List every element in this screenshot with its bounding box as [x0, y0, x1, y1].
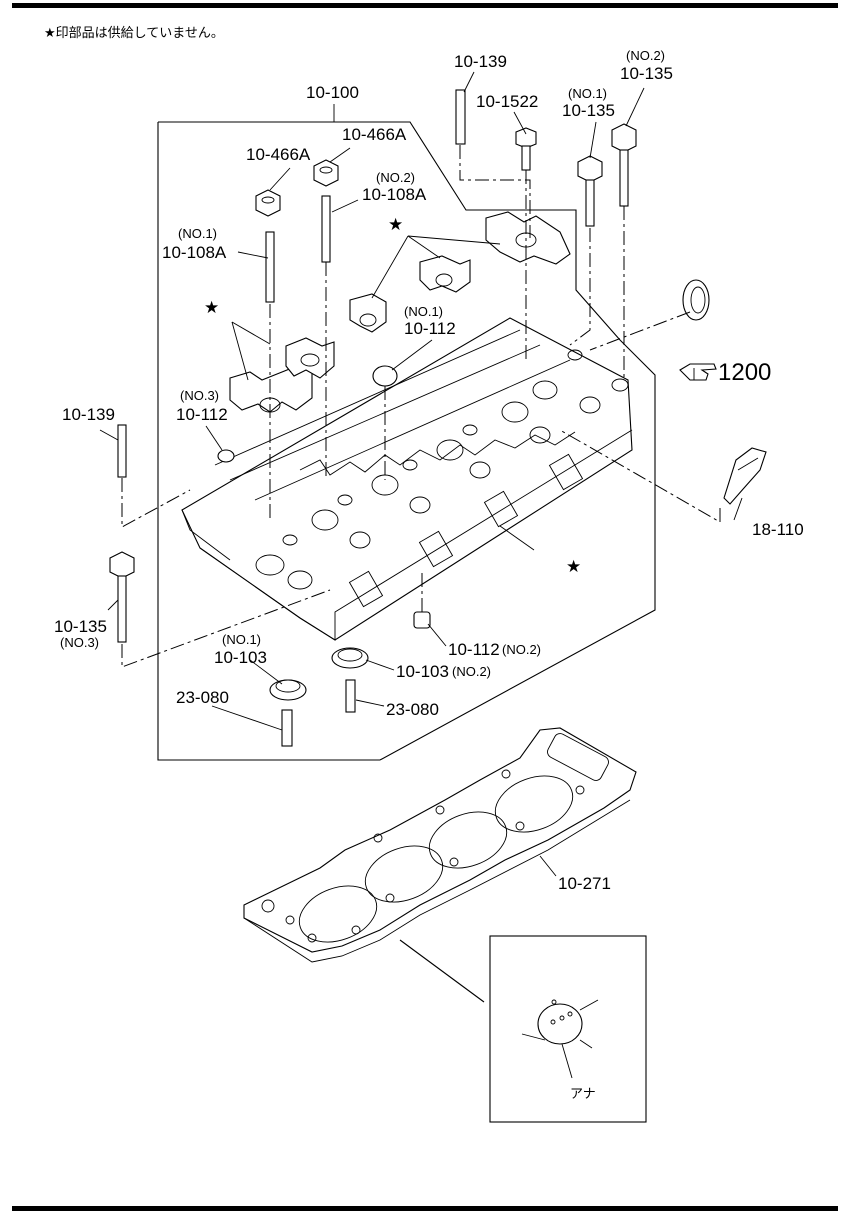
label-10-112-no3: 10-112 — [176, 405, 228, 424]
label-10-271: 10-271 — [558, 874, 611, 893]
top-rule — [12, 3, 838, 8]
star-marker: ★ — [566, 557, 581, 576]
assembly-dash-lines — [121, 145, 721, 668]
leader-lines — [99, 71, 743, 877]
star-marker: ★ — [204, 298, 219, 317]
label-10-139-top: 10-139 — [454, 52, 507, 71]
label-10-135-no3-tag: (NO.3) — [60, 635, 99, 650]
star-marker: ★ — [388, 215, 403, 234]
pin-23-080-left — [281, 709, 293, 747]
label-10-103-no1: 10-103 — [214, 648, 267, 667]
pin-23-080-right — [345, 679, 356, 713]
label-10-108A-no1: 10-108A — [162, 243, 227, 262]
bolt-10-135-no2 — [611, 123, 637, 207]
cylinder-head — [181, 317, 633, 641]
bolt-10-135-no1 — [577, 155, 603, 227]
label-10-108A-no2: 10-108A — [362, 185, 427, 204]
label-10-1522: 10-1522 — [476, 92, 538, 111]
stud-10-108A-no2 — [321, 195, 331, 263]
label-23-080-right: 23-080 — [386, 700, 439, 719]
label-1200: 1200 — [718, 359, 771, 386]
header-note-text: ★印部品は供給していません。 — [44, 26, 224, 41]
label-10-135-no2-tag: (NO.2) — [626, 48, 665, 63]
label-10-135-no1: 10-135 — [562, 101, 615, 120]
label-detail-ana: アナ — [570, 1086, 596, 1101]
camshaft-cap — [285, 337, 335, 379]
label-10-466A-right: 10-466A — [342, 125, 407, 144]
head-bores — [255, 349, 629, 590]
label-10-135-no2: 10-135 — [620, 64, 673, 83]
seal-10-103-no2 — [331, 647, 369, 669]
label-10-139-left: 10-139 — [62, 405, 115, 424]
camshaft-cap — [485, 211, 571, 265]
label-10-108A-no1-tag: (NO.1) — [178, 226, 217, 241]
assembly-outline — [157, 121, 656, 761]
nut-10-466A — [313, 159, 339, 187]
hand-pointer-icon — [679, 363, 717, 381]
label-10-112-no2: 10-112 — [448, 640, 500, 659]
nut-10-466A — [255, 189, 281, 217]
stud-10-108A-no1 — [265, 231, 275, 303]
hole-detail-inset — [489, 935, 647, 1123]
header-note: ★印部品は供給していません。 — [44, 22, 224, 41]
label-10-108A-no2-tag: (NO.2) — [376, 170, 415, 185]
label-10-112-no3-tag: (NO.3) — [180, 388, 219, 403]
seal-10-103-no1 — [269, 679, 307, 701]
label-10-112-no1-tag: (NO.1) — [404, 304, 443, 319]
label-10-135-no1-tag: (NO.1) — [568, 86, 607, 101]
stud-10-139-top — [455, 89, 466, 145]
label-10-135-no3: 10-135 — [54, 617, 107, 636]
camshaft-cap — [419, 255, 471, 293]
label-10-112-no2-tag: (NO.2) — [502, 642, 541, 657]
bolt-10-135-no3 — [109, 551, 135, 643]
bolt-10-1522 — [515, 127, 537, 171]
stud-10-139-left — [117, 424, 127, 478]
label-10-103-no1-tag: (NO.1) — [222, 632, 261, 647]
label-10-103-no2: 10-103 — [396, 662, 449, 681]
plug-10-112-no2 — [413, 611, 431, 629]
spark-plug-18-110 — [723, 447, 767, 505]
plug-10-112-no3 — [217, 449, 235, 463]
label-10-103-no2-tag: (NO.2) — [452, 664, 491, 679]
bottom-rule — [12, 1206, 838, 1211]
label-10-112-no1: 10-112 — [404, 319, 456, 338]
label-10-466A-left: 10-466A — [246, 145, 311, 164]
label-18-110: 18-110 — [752, 520, 804, 539]
exhaust-ports — [348, 453, 584, 608]
seal-ring-1200 — [682, 279, 710, 321]
head-gasket — [243, 727, 637, 1003]
label-10-100: 10-100 — [306, 83, 359, 102]
camshaft-cap — [349, 293, 387, 333]
label-23-080-left: 23-080 — [176, 688, 229, 707]
